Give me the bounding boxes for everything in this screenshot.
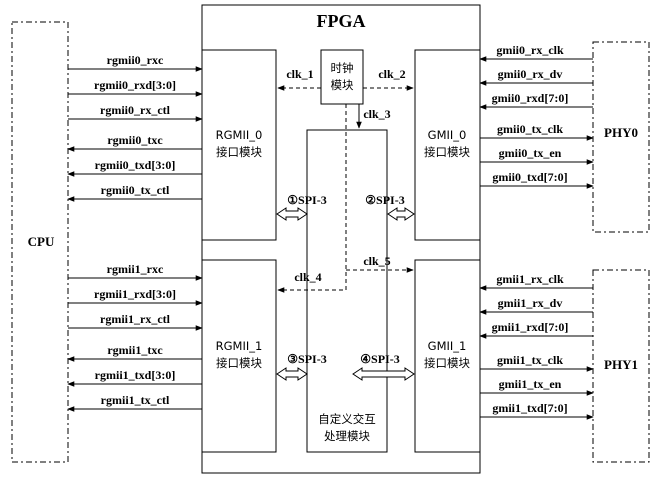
- signal-label: gmii0_tx_clk: [497, 122, 563, 136]
- phy1-boundary: [592, 269, 650, 463]
- clk3-label: clk_3: [363, 107, 390, 121]
- signal-label: gmii1_txd[7:0]: [492, 401, 567, 415]
- clk5-label: clk_5: [363, 254, 390, 268]
- fpga-title: FPGA: [317, 11, 366, 31]
- rgmii1-block-label: RGMII_1: [216, 339, 263, 353]
- cpu-label: CPU: [28, 234, 55, 249]
- signal-label: rgmii1_tx_ctl: [101, 393, 170, 407]
- signal-label: rgmii0_tx_ctl: [101, 183, 170, 197]
- rgmii0-block: [201, 49, 277, 241]
- signal-label: rgmii0_txd[3:0]: [95, 158, 176, 172]
- signal-label: rgmii0_rx_ctl: [100, 103, 171, 117]
- signal-label: rgmii0_txc: [107, 133, 163, 147]
- signal-label: rgmii1_txc: [107, 343, 163, 357]
- signal-label: gmii0_rx_dv: [498, 67, 563, 81]
- signal-label: rgmii1_rx_ctl: [100, 312, 171, 326]
- gmii0-block-sublabel: 接口模块: [424, 145, 470, 159]
- clk1-label: clk_1: [286, 67, 313, 81]
- signal-label: rgmii1_txd[3:0]: [95, 368, 176, 382]
- signal-label: gmii0_rx_clk: [496, 43, 564, 57]
- signal-label: rgmii0_rxd[3:0]: [94, 78, 176, 92]
- clock-block-sublabel: 模块: [331, 78, 354, 92]
- spi2-label: ②SPI-3: [365, 193, 404, 207]
- signal-label: rgmii1_rxc: [107, 262, 164, 276]
- signal-label: gmii1_tx_clk: [497, 353, 563, 367]
- rgmii1-block: [201, 259, 277, 453]
- custom-block-label: 自定义交互: [318, 412, 376, 426]
- phy0-label: PHY0: [604, 125, 638, 140]
- signal-lines: rgmii0_rxc rgmii0_rxd[3:0] rgmii0_rx_ctlrg…: [67, 43, 594, 420]
- rgmii1-block-sublabel: 接口模块: [216, 356, 262, 370]
- signal-label: gmii1_rx_dv: [498, 296, 563, 310]
- clock-block-label: 时钟: [331, 61, 354, 75]
- spi4-label: ④SPI-3: [360, 352, 399, 366]
- spi1-label: ①SPI-3: [287, 193, 326, 207]
- rgmii0-block-label: RGMII_0: [216, 128, 263, 142]
- clk2-label: clk_2: [378, 67, 405, 81]
- signal-label: rgmii1_rxd[3:0]: [94, 287, 176, 301]
- spi1-arrow: [276, 207, 308, 221]
- signal-label: gmii1_tx_en: [499, 377, 562, 391]
- cpu-boundary: [11, 21, 69, 463]
- clk4-label: clk_4: [294, 270, 321, 284]
- custom-block-sublabel: 处理模块: [324, 429, 370, 443]
- spi3-arrow: [276, 367, 308, 381]
- clock-block: [320, 49, 364, 105]
- gmii1-block-label: GMII_1: [428, 339, 467, 353]
- signal-label: gmii0_txd[7:0]: [492, 170, 567, 184]
- gmii1-block: [414, 259, 481, 453]
- rgmii0-block-sublabel: 接口模块: [216, 145, 262, 159]
- clk4-line: [277, 104, 347, 293]
- gmii0-block-label: GMII_0: [428, 128, 467, 142]
- signal-label: gmii1_rx_clk: [496, 272, 564, 286]
- signal-label: gmii0_rxd[7:0]: [492, 91, 569, 105]
- gmii0-block: [414, 49, 481, 241]
- signal-label: gmii0_tx_en: [499, 146, 562, 160]
- signal-label: rgmii0_rxc: [107, 53, 164, 67]
- spi4-arrow: [352, 367, 415, 381]
- spi2-arrow: [387, 207, 415, 221]
- phy1-label: PHY1: [604, 357, 638, 372]
- signal-label: gmii1_rxd[7:0]: [492, 320, 569, 334]
- gmii1-block-sublabel: 接口模块: [424, 356, 470, 370]
- spi3-label: ③SPI-3: [287, 352, 326, 366]
- custom-processing-block: [306, 129, 388, 453]
